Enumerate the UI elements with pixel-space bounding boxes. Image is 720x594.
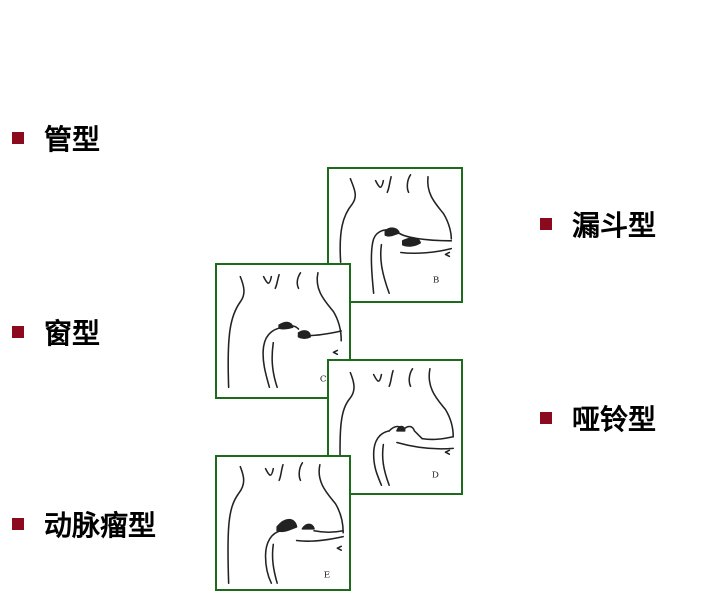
aorta-sketch-e: E bbox=[227, 462, 344, 584]
type-tubular: 管型 bbox=[12, 118, 100, 158]
aorta-sketch-b: B bbox=[339, 174, 453, 295]
bullet-icon bbox=[12, 518, 24, 530]
type-aneurysm: 动脉瘤型 bbox=[12, 504, 156, 544]
type-aneurysm-label: 动脉瘤型 bbox=[44, 509, 157, 542]
bullet-icon bbox=[12, 326, 24, 338]
bullet-icon bbox=[12, 132, 24, 144]
aorta-sketch-c: C bbox=[227, 271, 343, 389]
panel-b-letter: B bbox=[433, 276, 439, 286]
bullet-icon bbox=[540, 218, 552, 230]
diagram-panel-e: E bbox=[215, 455, 351, 591]
type-tubular-label: 管型 bbox=[44, 123, 101, 156]
panel-e-letter: E bbox=[324, 570, 330, 580]
panel-c-letter: C bbox=[320, 374, 327, 384]
type-dumbbell-label: 哑铃型 bbox=[572, 403, 657, 436]
panel-d-letter: D bbox=[432, 470, 439, 480]
type-window: 窗型 bbox=[12, 312, 100, 352]
type-dumbbell: 哑铃型 bbox=[540, 398, 656, 438]
type-funnel-label: 漏斗型 bbox=[572, 209, 657, 242]
bullet-icon bbox=[540, 412, 552, 424]
type-window-label: 窗型 bbox=[44, 317, 101, 350]
type-funnel: 漏斗型 bbox=[540, 204, 656, 244]
aorta-sketch-d: D bbox=[339, 367, 455, 487]
